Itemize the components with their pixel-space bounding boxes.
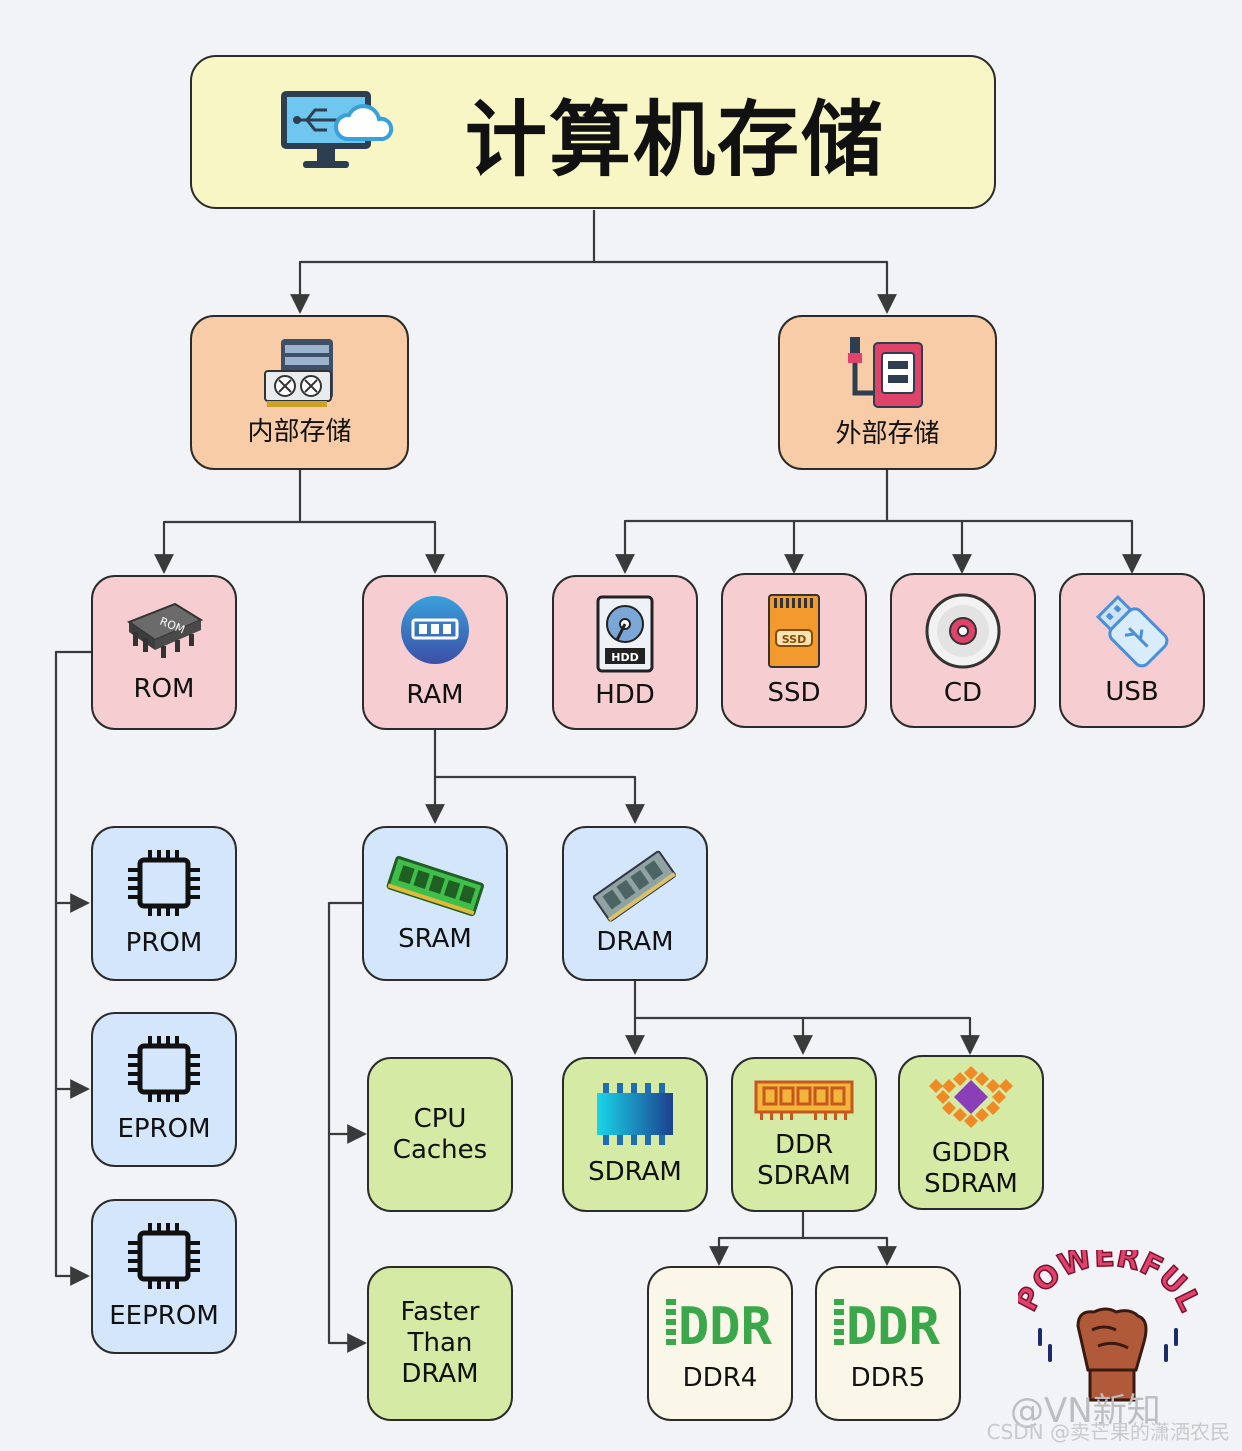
- node-ram: RAM: [362, 575, 508, 730]
- ddr-logo-text: DDR: [678, 1297, 773, 1349]
- node-dram: DRAM: [562, 826, 708, 981]
- computer-cloud-icon: [281, 91, 394, 168]
- hdd-icon: HDD: [596, 595, 654, 673]
- gray-ram-stick-icon: [593, 850, 677, 922]
- node-ddr-sdram: DDR SDRAM: [731, 1057, 877, 1212]
- overlay-watermark: @VN新知: [1010, 1391, 1161, 1431]
- node-label: SSD: [767, 678, 821, 708]
- green-ram-stick-icon: [386, 855, 484, 917]
- rom-chip-icon: ROM: [126, 602, 204, 658]
- ssd-chip-text: SSD: [782, 633, 806, 646]
- node-cd: CD: [890, 573, 1036, 728]
- node-usb: USB: [1059, 573, 1205, 728]
- powerful-fist-sticker: POWERFUL: [1018, 1250, 1198, 1402]
- sdram-chip-icon: [597, 1083, 673, 1145]
- node-label: PROM: [125, 928, 203, 958]
- gpu-chip-icon: [929, 1065, 1013, 1128]
- usb-drive-icon: [1095, 594, 1169, 668]
- ddr-module-icon: [754, 1080, 854, 1120]
- node-label: DDR SDRAM: [757, 1129, 851, 1191]
- node-rom: ROM ROM: [91, 575, 237, 730]
- ddr-logo-icon: DDR: [666, 1297, 773, 1349]
- chip-icon: [128, 850, 200, 916]
- node-internal-storage: 内部存储: [190, 315, 409, 470]
- node-label: CD: [943, 678, 983, 708]
- node-sdram: SDRAM: [562, 1057, 708, 1212]
- node-label: DDR5: [850, 1363, 926, 1393]
- node-eprom: EPROM: [91, 1012, 237, 1167]
- node-label: GDDR SDRAM: [924, 1137, 1018, 1199]
- node-hdd: HDD HDD: [552, 575, 698, 730]
- ddr-logo-text: DDR: [846, 1297, 941, 1349]
- node-label: Faster Than DRAM: [400, 1297, 480, 1389]
- node-prom: PROM: [91, 826, 237, 981]
- node-label: ROM: [133, 674, 195, 704]
- node-cpu-caches: CPU Caches: [367, 1057, 513, 1212]
- source-watermark: CSDN @卖芒果的潇洒农民: [986, 1420, 1230, 1444]
- server-card-icon: [263, 339, 333, 407]
- ddr-logo-icon: DDR: [834, 1297, 941, 1349]
- ssd-icon: SSD: [768, 594, 820, 668]
- node-label: EEPROM: [109, 1301, 219, 1331]
- node-label: CPU Caches: [392, 1103, 488, 1165]
- node-faster-than-dram: Faster Than DRAM: [367, 1266, 513, 1421]
- external-drive-icon: [847, 337, 923, 408]
- node-label: 内部存储: [247, 417, 352, 447]
- node-label: 外部存储: [835, 419, 940, 449]
- node-label: HDD: [595, 680, 655, 710]
- chip-icon: [128, 1223, 200, 1289]
- title-box: 计算机存储: [190, 55, 996, 209]
- ram-module-icon: [401, 596, 469, 664]
- chip-icon: [128, 1036, 200, 1102]
- node-label: USB: [1105, 677, 1159, 707]
- node-label: DDR4: [682, 1363, 758, 1393]
- node-external-storage: 外部存储: [778, 315, 997, 470]
- node-eeprom: EEPROM: [91, 1199, 237, 1354]
- node-label: SRAM: [398, 924, 472, 954]
- node-ddr4: DDR DDR4: [647, 1266, 793, 1421]
- node-label: SDRAM: [588, 1157, 682, 1187]
- node-label: DRAM: [596, 927, 674, 957]
- sticker-text: POWERFUL: [1018, 1250, 1198, 1318]
- node-ddr5: DDR DDR5: [815, 1266, 961, 1421]
- svg-text:POWERFUL: POWERFUL: [1018, 1250, 1198, 1317]
- hdd-chip-text: HDD: [611, 651, 638, 664]
- node-sram: SRAM: [362, 826, 508, 981]
- node-label: RAM: [406, 680, 464, 710]
- node-ssd: SSD SSD: [721, 573, 867, 728]
- page-title: 计算机存储: [465, 92, 886, 188]
- node-label: EPROM: [117, 1114, 211, 1144]
- cd-disc-icon: [925, 593, 1001, 669]
- node-gddr-sdram: GDDR SDRAM: [898, 1055, 1044, 1210]
